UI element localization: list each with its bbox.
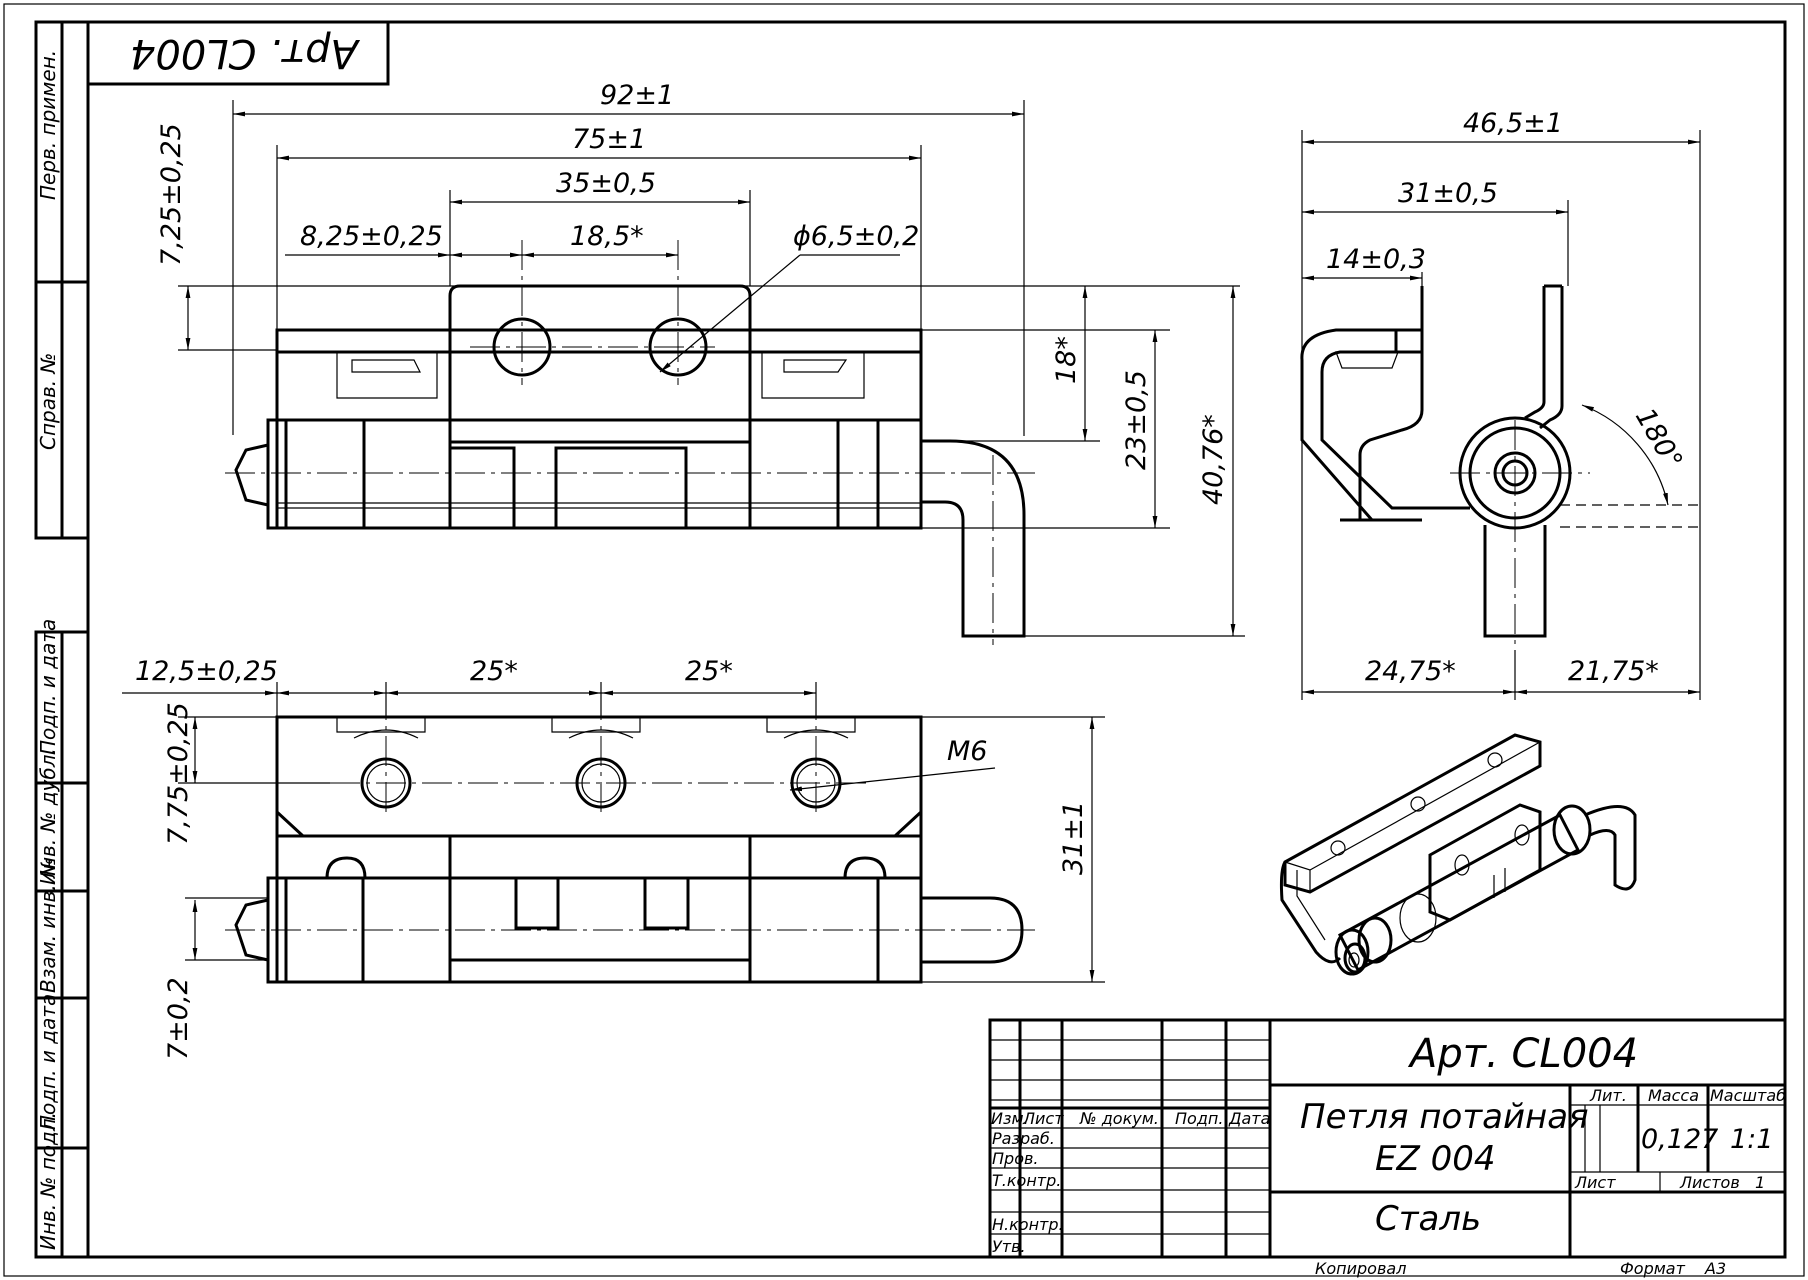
dim-75: 75±1 — [572, 124, 646, 155]
dim-phi-6-5: ϕ6,5±0,2 — [793, 221, 919, 252]
strip-perv-primen: Перв. примен. — [36, 50, 60, 200]
dim-7-75: 7,75±0,25 — [163, 702, 194, 845]
top-stamp-text: Арт. CL004 — [130, 30, 361, 76]
title-block: Изм. Лист № докум. Подп. Дата Разраб. Пр… — [988, 1018, 1787, 1259]
top-stamp: Арт. CL004 — [86, 20, 390, 86]
tb-sheets-value: 1 — [1755, 1173, 1765, 1192]
angle-180: 180° — [1629, 403, 1688, 475]
dim-21-75: 21,75* — [1568, 656, 1659, 687]
dim-92: 92±1 — [600, 80, 674, 111]
tb-sheet-label: Лист — [1574, 1173, 1616, 1192]
dim-31-top: 31±1 — [1058, 801, 1089, 875]
strip-podp-data-1: Подп. и дата — [36, 619, 60, 755]
front-dims: 92±1 75±1 35±0,5 8,25±0,25 18,5* ϕ6,5±0,… — [156, 80, 1245, 637]
tb-name-1: Петля потайная — [1300, 1097, 1589, 1137]
sheet-edge — [3, 3, 1805, 1277]
tb-list: Лист — [1022, 1109, 1064, 1128]
dim-35: 35±0,5 — [556, 168, 656, 199]
tb-utv: Утв. — [992, 1237, 1026, 1256]
dim-23: 23±0,5 — [1121, 370, 1152, 470]
tb-scale-value: 1:1 — [1730, 1124, 1773, 1155]
dim-18: 18* — [1051, 336, 1082, 384]
tb-izm: Изм. — [991, 1109, 1029, 1128]
tb-data: Дата — [1228, 1109, 1270, 1128]
dim-8-25: 8,25±0,25 — [300, 221, 443, 252]
dim-24-75: 24,75* — [1365, 656, 1456, 687]
front-view — [225, 240, 1035, 645]
left-strip: Перв. примен. Справ. № Подп. и дата Инв.… — [34, 20, 90, 1259]
tb-mass-value: 0,127 — [1641, 1124, 1718, 1155]
dim-40-76: 40,76* — [1198, 414, 1229, 505]
tb-article: Арт. CL004 — [1407, 1031, 1638, 1077]
strip-sprav-no: Справ. № — [36, 353, 60, 450]
strip-vzam-inv: Взам. инв. № — [36, 857, 60, 993]
tb-mass-label: Масса — [1648, 1086, 1699, 1105]
side-view — [1300, 284, 1700, 650]
dim-7: 7±0,2 — [163, 977, 194, 1060]
isometric-view — [1279, 733, 1637, 976]
top-dims: 12,5±0,25 25* 25* M6 7,75±0,25 31±1 7±0,… — [122, 656, 1105, 1060]
top-view — [225, 690, 1035, 984]
footer-copied: Копировал — [1315, 1259, 1406, 1278]
dim-46-5: 46,5±1 — [1463, 108, 1563, 139]
tb-tkontr: Т.контр. — [992, 1171, 1061, 1190]
dim-m6: M6 — [947, 736, 987, 767]
strip-podp-data-2: Подп. и дата — [36, 994, 60, 1130]
strip-inv-dubl: Инв. № дубл. — [36, 748, 60, 885]
tb-lit-label: Лит. — [1589, 1086, 1627, 1105]
strip-inv-podl: Инв. № подл. — [36, 1112, 60, 1250]
dim-31: 31±0,5 — [1398, 178, 1498, 209]
tb-podp: Подп. — [1175, 1109, 1223, 1128]
dim-25-b: 25* — [685, 656, 733, 687]
tb-sheets-label: Листов — [1679, 1173, 1740, 1192]
dim-12-5: 12,5±0,25 — [135, 656, 278, 687]
footer-format-label: Формат — [1620, 1259, 1686, 1278]
footer-format-value: A3 — [1704, 1259, 1726, 1278]
tb-material: Сталь — [1375, 1199, 1481, 1239]
tb-doc: № докум. — [1079, 1109, 1159, 1128]
tb-nkontr: Н.контр. — [992, 1215, 1064, 1234]
dim-18-5: 18,5* — [570, 221, 644, 252]
tb-prov: Пров. — [992, 1149, 1039, 1168]
side-dims: 46,5±1 31±0,5 14±0,3 180° 24,75* 21,75* — [1301, 108, 1701, 700]
dim-7-25: 7,25±0,25 — [156, 123, 187, 266]
dim-14: 14±0,3 — [1326, 244, 1426, 275]
dim-25-a: 25* — [470, 656, 518, 687]
tb-name-2: EZ 004 — [1375, 1139, 1495, 1179]
tb-razrab: Разраб. — [992, 1129, 1055, 1148]
tb-scale-label: Масштаб — [1710, 1086, 1786, 1105]
